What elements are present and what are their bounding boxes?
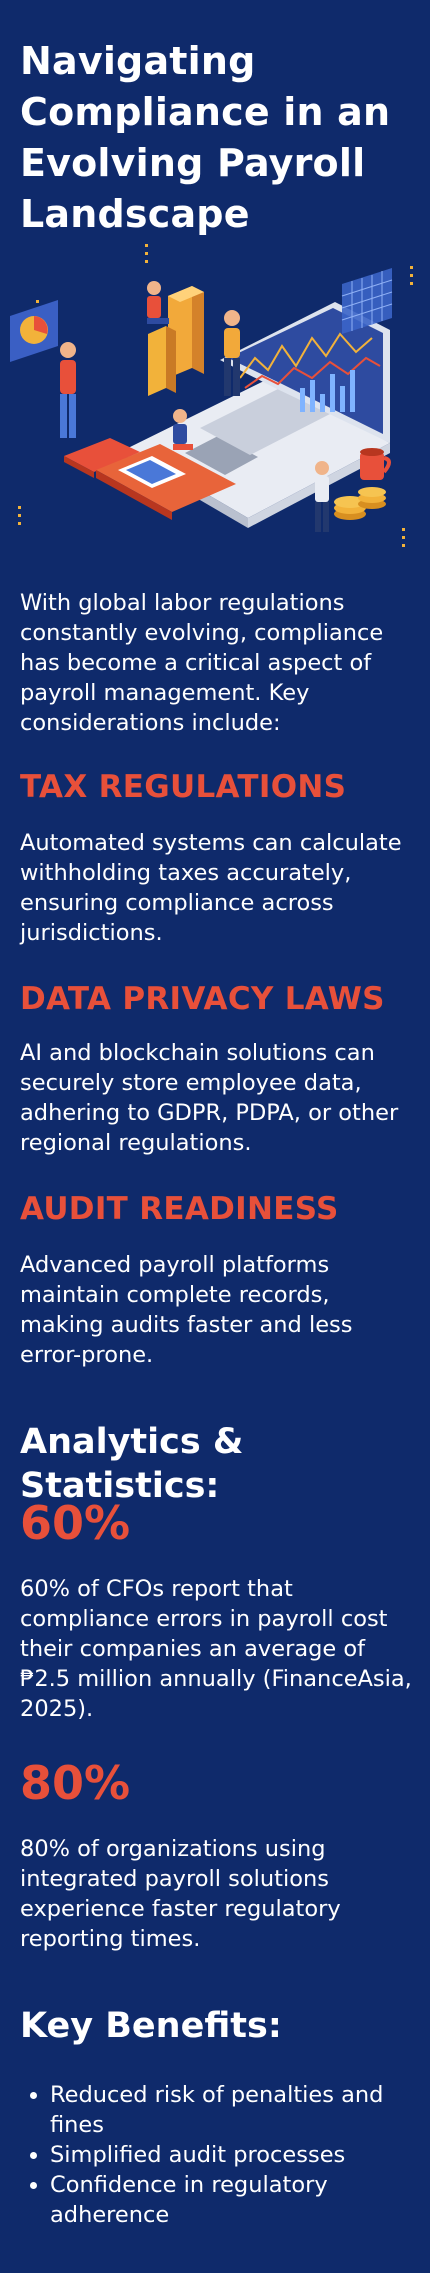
grid-panel-icon <box>341 268 393 334</box>
person-icon <box>60 342 76 438</box>
benefits-heading: Key Benefits: <box>20 2006 282 2046</box>
stat-text-60: 60% of CFOs report that compliance error… <box>20 1576 412 1722</box>
stat-text-80: 80% of organizations using integrated pa… <box>20 1836 341 1952</box>
analytics-heading: Analytics & Statistics: <box>20 1422 244 1506</box>
benefit-item: Simplified audit processes <box>50 2140 410 2170</box>
section-body-audit: Advanced payroll platforms maintain comp… <box>20 1252 353 1368</box>
stat-value-80: 80% <box>20 1756 131 1810</box>
section-heading-privacy: DATA PRIVACY LAWS <box>20 981 385 1017</box>
benefit-item: Confidence in regulatory adherence <box>50 2170 410 2230</box>
bar-chart-icon <box>148 286 204 396</box>
laptop-screen-icon <box>220 302 390 443</box>
person-icon <box>173 409 193 450</box>
page-title: Navigating Compliance in an Evolving Pay… <box>20 39 391 236</box>
pie-chart-icon <box>10 300 58 362</box>
benefits-list: Reduced risk of penalties and fines Simp… <box>20 2080 410 2230</box>
intro-text: With global labor regulations constantly… <box>20 590 384 736</box>
coffee-mug-icon <box>360 448 391 480</box>
coins-icon <box>334 487 386 520</box>
person-icon <box>224 310 240 396</box>
stat-value-60: 60% <box>20 1496 131 1550</box>
section-heading-tax: TAX REGULATIONS <box>20 769 347 805</box>
section-body-tax: Automated systems can calculate withhold… <box>20 830 402 946</box>
person-icon <box>315 461 329 532</box>
isometric-laptop-analytics-illustration <box>10 244 413 547</box>
documents-icon <box>64 438 236 520</box>
person-icon <box>147 281 169 324</box>
section-body-privacy: AI and blockchain solutions can securely… <box>20 1040 399 1156</box>
benefit-item: Reduced risk of penalties and fines <box>50 2080 410 2140</box>
section-heading-audit: AUDIT READINESS <box>20 1191 339 1227</box>
